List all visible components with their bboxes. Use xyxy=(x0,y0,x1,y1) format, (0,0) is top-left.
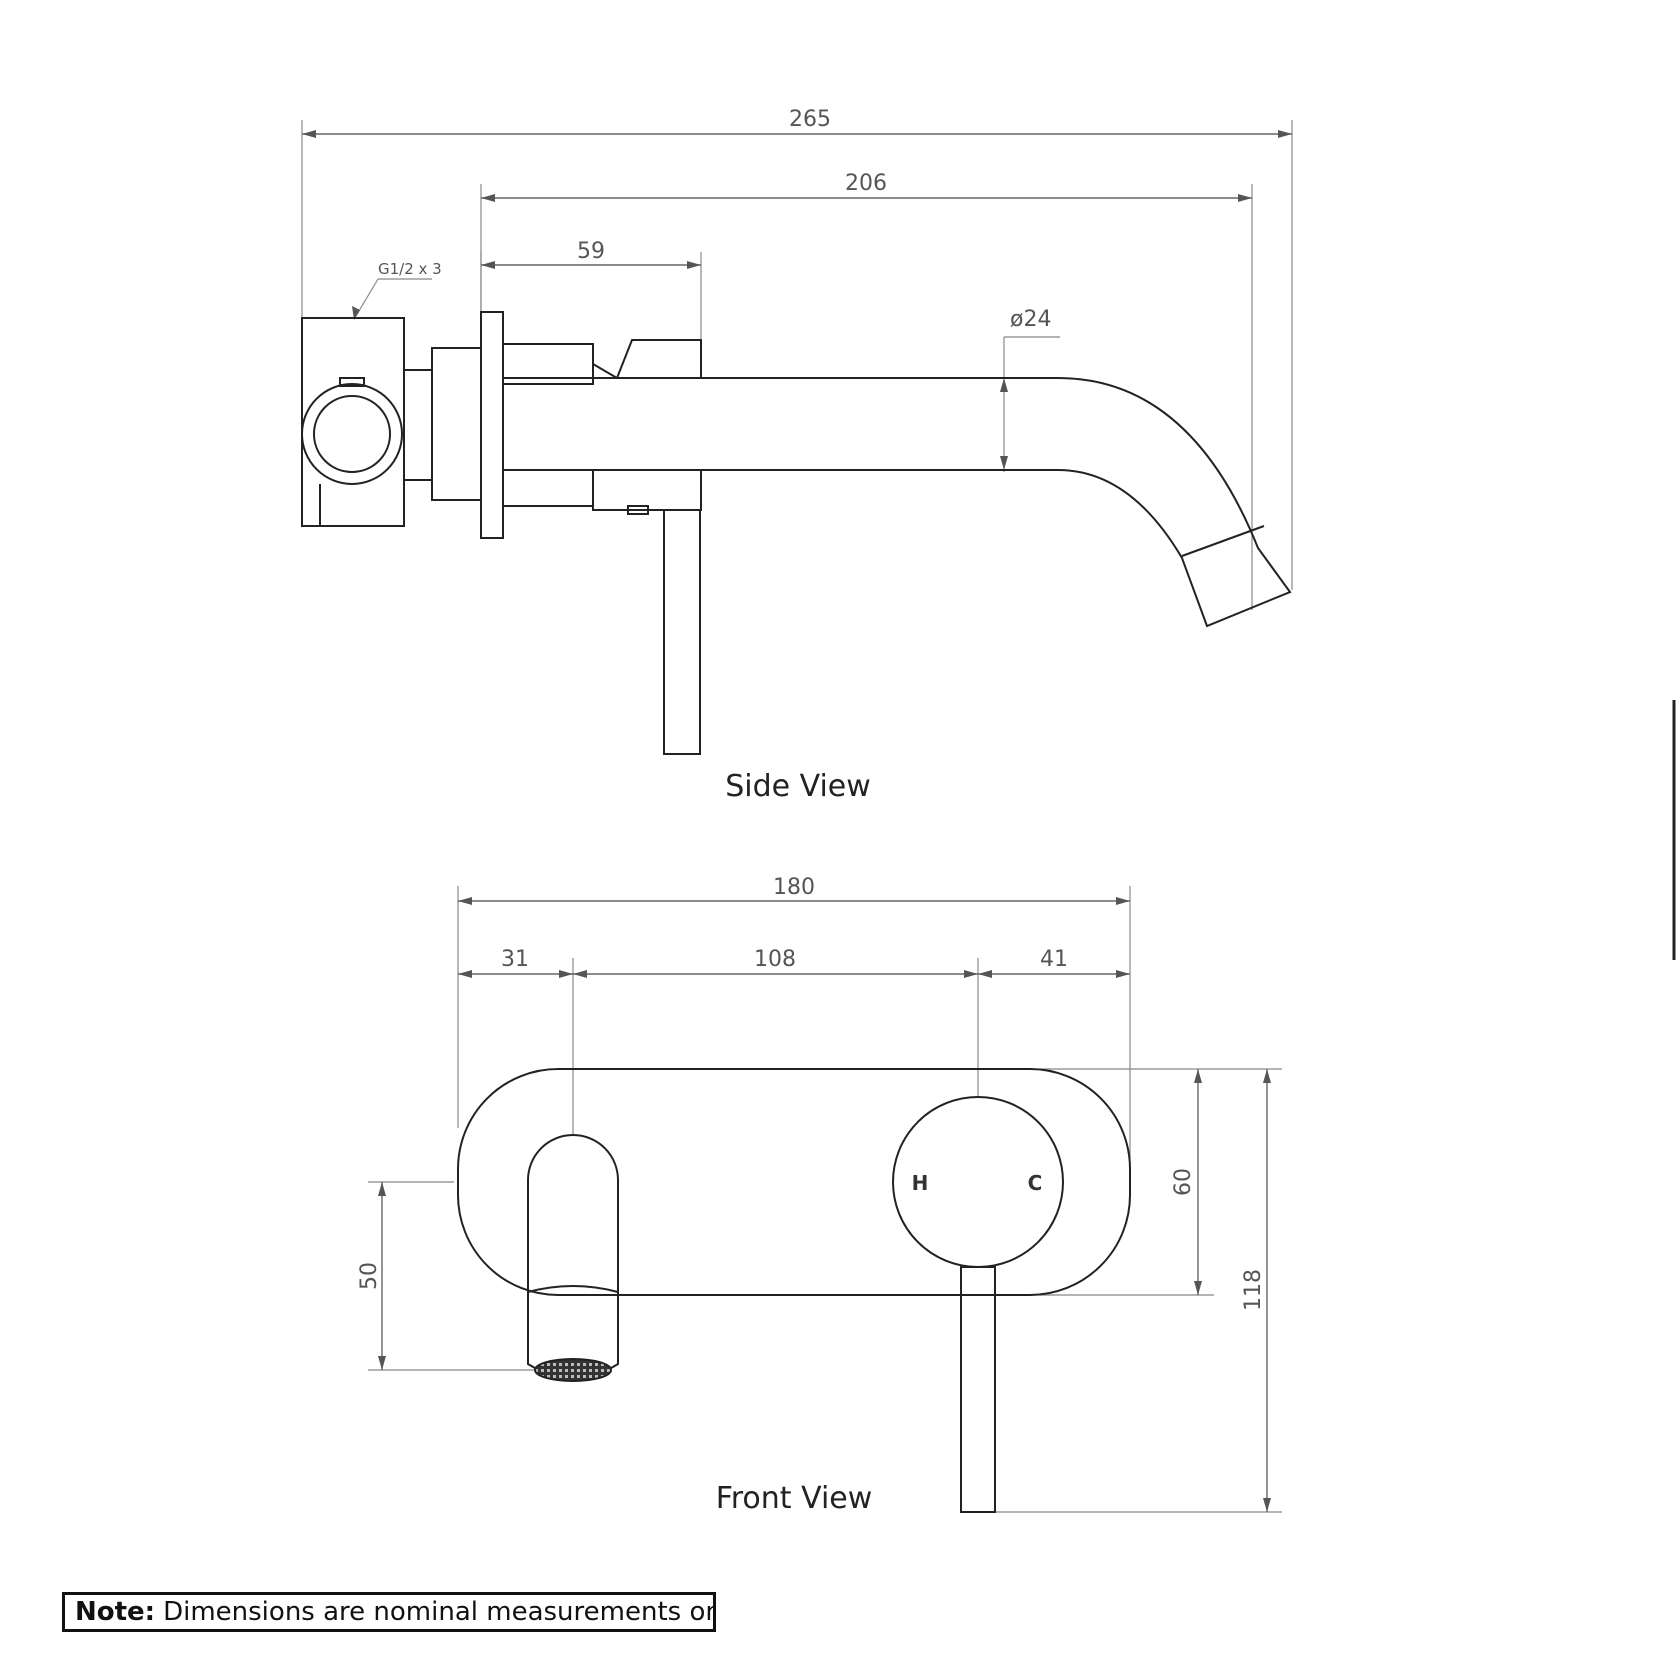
dimension-centres: 31 108 41 xyxy=(458,947,1130,1134)
dimension-overall-height-label: 118 xyxy=(1241,1269,1266,1311)
front-view: 180 31 108 41 60 xyxy=(357,875,1282,1516)
note-text: Dimensions are nominal measurements only xyxy=(163,1597,716,1627)
dimension-left-offset-label: 31 xyxy=(501,947,529,972)
aerator-icon xyxy=(534,1358,612,1382)
dimension-centres-label: 108 xyxy=(754,947,796,972)
connection-callout: G1/2 x 3 xyxy=(352,260,442,320)
dimension-spout-projection: 206 xyxy=(480,171,1253,610)
dimension-diameter-label: ø24 xyxy=(1010,307,1051,332)
dimension-overall-height: 118 xyxy=(994,1069,1282,1513)
note-label: Note: xyxy=(75,1597,156,1627)
dimension-width-label: 180 xyxy=(773,875,815,900)
mixer-lever-front xyxy=(960,1266,996,1513)
dimension-spout-drop-label: 50 xyxy=(357,1262,382,1290)
dimension-right-offset-label: 41 xyxy=(1040,947,1068,972)
dimension-overall-label: 265 xyxy=(789,107,831,132)
cold-label: C xyxy=(1028,1171,1043,1195)
side-view: 265 206 59 G1/2 x 3 xyxy=(301,107,1293,804)
dimension-diameter: ø24 xyxy=(1000,307,1060,472)
dimension-plate-width: 180 xyxy=(457,875,1131,1160)
connection-label: G1/2 x 3 xyxy=(378,260,442,278)
mixer-handle-front: H C xyxy=(892,1096,1064,1513)
dimension-spout-drop: 50 xyxy=(357,1181,536,1371)
front-view-title: Front View xyxy=(716,1481,873,1516)
mixer-lever-side xyxy=(592,339,702,755)
wall-plate-side xyxy=(431,311,504,539)
valve-body xyxy=(301,317,433,527)
dimension-plate-height: 60 xyxy=(1040,1068,1282,1296)
spout-side xyxy=(502,343,1292,628)
dimension-height-label: 60 xyxy=(1171,1168,1196,1196)
spout-front xyxy=(527,1134,619,1382)
wall-plate-front xyxy=(457,1068,1131,1296)
side-view-title: Side View xyxy=(725,769,871,804)
dimension-overall: 265 xyxy=(301,107,1293,590)
note-box: Note: Dimensions are nominal measurement… xyxy=(62,1592,716,1632)
hot-label: H xyxy=(912,1171,929,1195)
dimension-depth-label: 59 xyxy=(577,239,605,264)
dimension-spout-label: 206 xyxy=(845,171,887,196)
dimension-body-depth: 59 xyxy=(480,239,702,340)
